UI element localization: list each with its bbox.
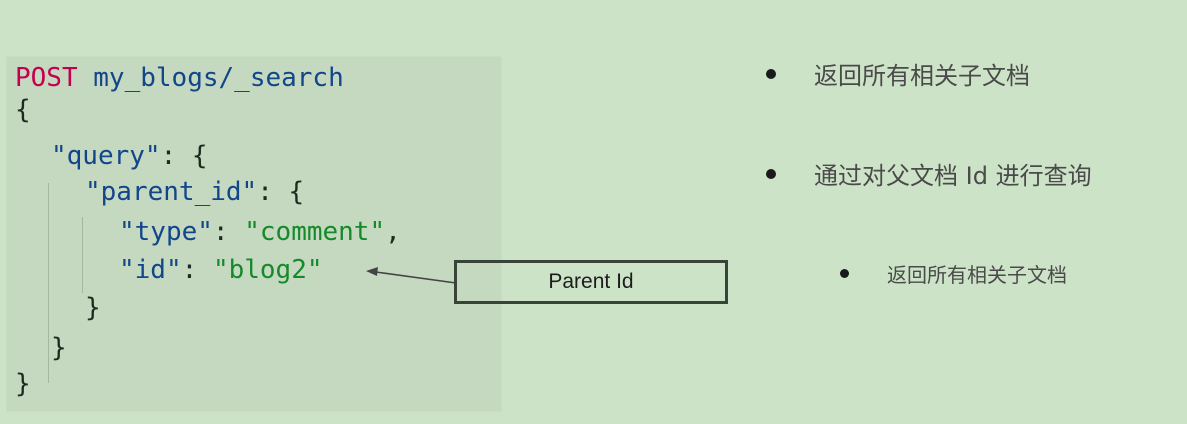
code-line-2: { [15,95,31,125]
code-line-6: "id": "blog2" [119,255,323,285]
type-value: "comment" [244,217,386,247]
code-line-1: POST my_blogs/_search [15,63,344,93]
type-key: "type" [119,217,213,247]
request-path: my_blogs/_search [93,63,344,93]
bullet-dot [840,269,849,278]
close-brace: } [85,293,101,323]
code-line-4: "parent_id": { [85,177,304,207]
parent-id-callout: Parent Id [454,260,728,304]
bullet-text: 返回所有相关子文档 [887,263,1067,287]
close-brace: } [51,333,67,363]
open-brace: { [15,95,31,125]
code-line-9: } [15,369,31,399]
close-brace: } [15,369,31,399]
bullet-dot [766,68,776,79]
bullet-text: 返回所有相关子文档 [814,62,1030,90]
bullet-item-1: 返回所有相关子文档 [766,56,1030,91]
indent-guide [48,183,49,383]
id-sep: : [181,255,213,285]
code-line-8: } [51,333,67,363]
bullet-text: 通过对父文档 Id 进行查询 [814,162,1092,190]
callout-label: Parent Id [548,270,634,293]
callout-arrow [366,267,457,284]
arrow-head [366,267,378,276]
type-comma: , [385,217,401,247]
http-method: POST [15,63,78,93]
code-line-7: } [85,293,101,323]
code-panel: POST my_blogs/_search { "query": { "pare… [6,56,502,412]
arrow-line [375,271,457,284]
code-line-3: "query": { [51,141,208,171]
indent-guide [82,217,83,293]
parent-id-colon: : { [257,177,305,207]
query-colon: : { [160,141,208,171]
bullet-dot [766,168,776,179]
id-key: "id" [119,255,182,285]
id-value: "blog2" [212,255,323,285]
bullet-item-3: 返回所有相关子文档 [840,259,1067,288]
parent-id-key: "parent_id" [85,177,258,207]
bullet-item-2: 通过对父文档 Id 进行查询 [766,156,1092,191]
code-line-5: "type": "comment", [119,217,401,247]
type-sep: : [212,217,245,247]
query-key: "query" [51,141,161,171]
